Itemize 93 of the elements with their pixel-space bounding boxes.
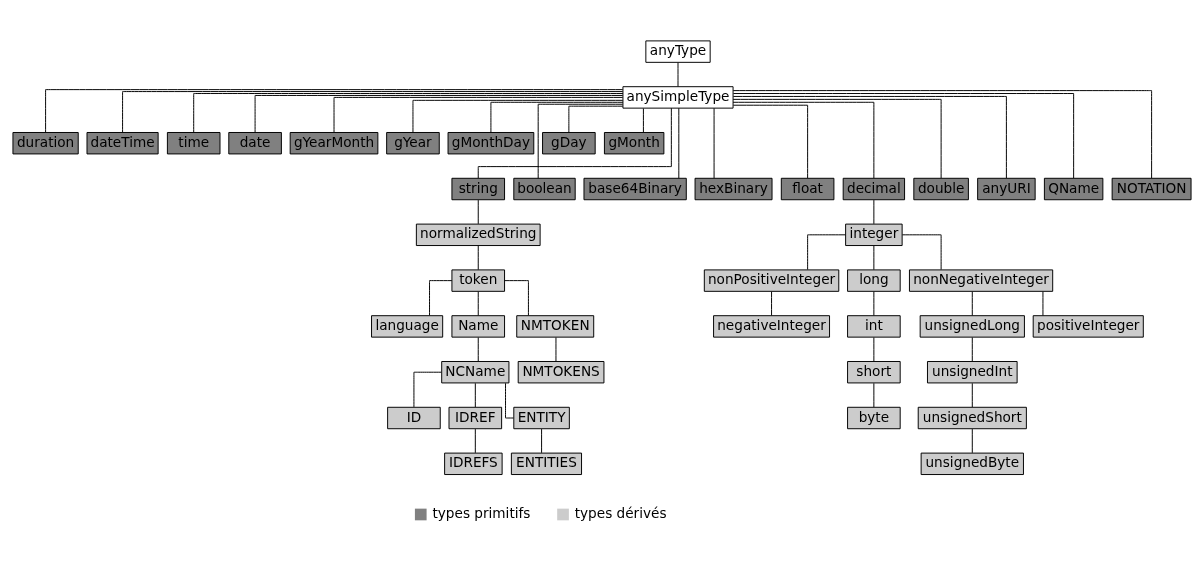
node-box: gDay xyxy=(542,131,596,154)
connector xyxy=(771,290,773,316)
connector xyxy=(477,199,479,224)
connector xyxy=(412,99,624,133)
connector xyxy=(971,428,973,453)
node-box: NCName xyxy=(441,360,510,383)
node-box: Name xyxy=(451,314,506,338)
node-box: anyURI xyxy=(977,177,1036,200)
node-box: unsignedShort xyxy=(917,406,1027,429)
node-box: ID xyxy=(387,406,441,429)
connector xyxy=(505,382,514,418)
node-box: nonNegativeInteger xyxy=(908,268,1054,292)
connector xyxy=(971,290,973,316)
connector xyxy=(732,95,1007,178)
connector xyxy=(873,199,875,224)
node-box: gYearMonth xyxy=(289,131,379,154)
connector xyxy=(429,279,453,316)
node-box: ENTITY xyxy=(513,406,570,429)
node-box: duration xyxy=(12,131,79,154)
node-box: IDREFS xyxy=(444,452,503,475)
node-box: language xyxy=(371,314,444,338)
connector xyxy=(678,107,680,179)
node-box: token xyxy=(451,268,506,292)
connector xyxy=(1042,290,1044,316)
connector xyxy=(555,336,557,362)
node-box: unsignedInt xyxy=(927,360,1018,383)
node-box: string xyxy=(451,177,506,200)
node-box: base64Binary xyxy=(583,177,687,200)
connector xyxy=(45,88,624,133)
node-box: byte xyxy=(847,406,901,429)
node-box: gMonth xyxy=(603,131,665,154)
node-box: gYear xyxy=(386,131,440,154)
connector xyxy=(873,290,875,316)
connector xyxy=(477,107,672,179)
connector xyxy=(477,244,479,270)
node-box: IDREF xyxy=(448,406,503,429)
node-box: unsignedLong xyxy=(919,314,1025,338)
node-box: hexBinary xyxy=(694,177,773,200)
connector xyxy=(254,94,624,133)
connector xyxy=(732,104,809,179)
connector xyxy=(122,90,624,133)
connector xyxy=(873,244,875,270)
connector xyxy=(413,371,442,407)
node-box: NMTOKEN xyxy=(516,314,595,338)
connector xyxy=(504,279,529,316)
node-box: NOTATION xyxy=(1111,177,1192,200)
connector xyxy=(642,107,644,133)
node-box: decimal xyxy=(842,177,906,200)
node-box: int xyxy=(847,314,901,338)
node-box: ENTITIES xyxy=(510,452,583,475)
connector xyxy=(541,428,543,453)
connector xyxy=(474,382,476,407)
connector xyxy=(477,290,479,316)
node-box: double xyxy=(913,177,969,200)
connector xyxy=(732,89,1153,179)
node-box: integer xyxy=(845,223,903,246)
connector xyxy=(333,96,624,133)
legend-label: types primitifs xyxy=(432,504,531,521)
node-box: nonPositiveInteger xyxy=(703,268,840,292)
connector xyxy=(732,98,942,178)
connector xyxy=(807,233,846,270)
node-box: long xyxy=(847,268,901,292)
node-box: unsignedByte xyxy=(920,452,1024,475)
node-box: gMonthDay xyxy=(447,131,535,154)
connector xyxy=(971,336,973,362)
node-box: time xyxy=(166,131,221,154)
connector xyxy=(477,336,479,362)
legend-label: types dérivés xyxy=(574,504,667,521)
connector xyxy=(732,92,1075,179)
node-box: NMTOKENS xyxy=(517,360,605,383)
connector xyxy=(490,101,624,133)
node-box: date xyxy=(228,131,282,154)
connector xyxy=(677,61,679,87)
node-box: anySimpleType xyxy=(622,85,734,109)
connector xyxy=(901,233,942,270)
connector xyxy=(971,382,973,407)
node-box: anyType xyxy=(645,39,711,63)
connector xyxy=(713,107,715,179)
connector xyxy=(568,105,624,133)
node-box: boolean xyxy=(513,177,576,200)
node-box: QName xyxy=(1043,177,1104,200)
connector xyxy=(474,428,476,453)
connector xyxy=(873,336,875,362)
connector xyxy=(873,382,875,407)
connector xyxy=(732,101,875,178)
node-box: positiveInteger xyxy=(1032,314,1144,338)
connector xyxy=(193,92,624,133)
node-box: short xyxy=(847,360,901,383)
node-box: normalizedString xyxy=(415,223,541,246)
node-box: float xyxy=(780,177,835,200)
connector xyxy=(537,103,624,179)
node-box: negativeInteger xyxy=(713,314,831,338)
node-box: dateTime xyxy=(86,131,159,154)
